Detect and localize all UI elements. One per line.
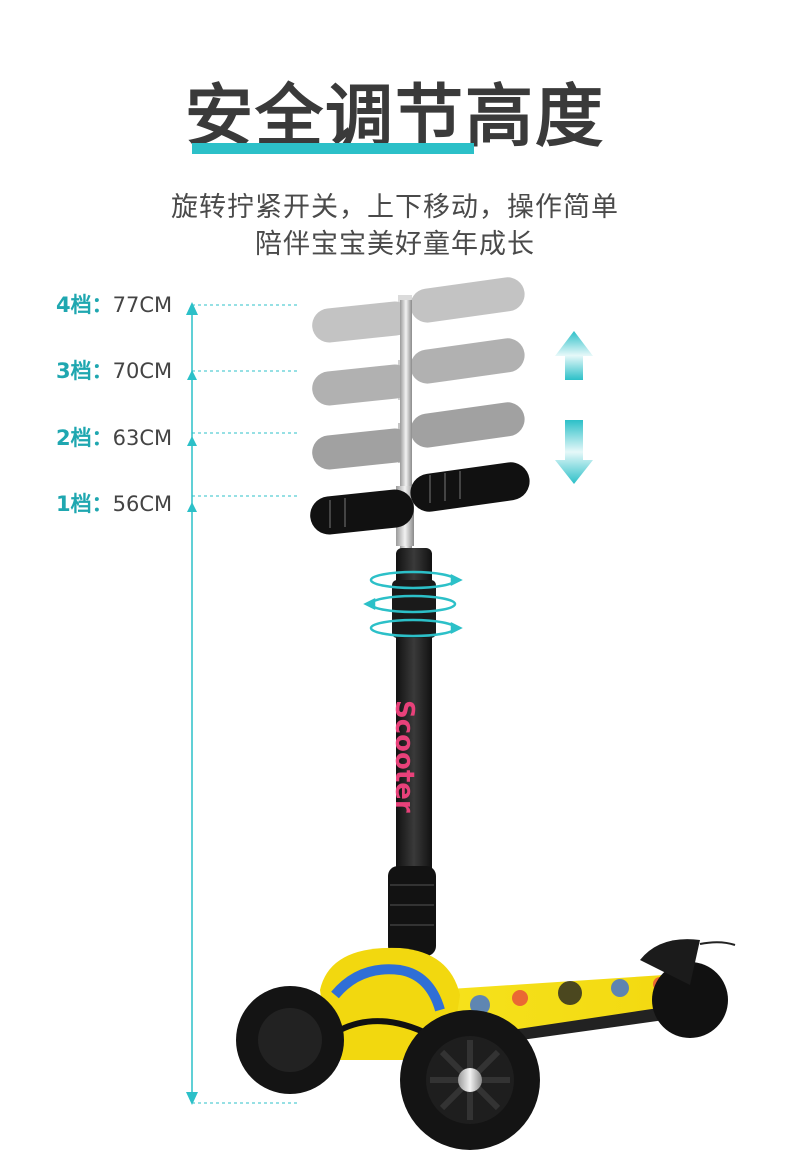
- level-value: 70CM: [112, 359, 173, 383]
- stem-grip: [388, 866, 436, 956]
- level-label-4: 4档：77CM: [56, 291, 172, 319]
- level-name: 1档：: [56, 492, 113, 516]
- level-label-2: 2档：63CM: [56, 424, 172, 452]
- title-underline: [192, 143, 474, 154]
- height-measure-line: [186, 302, 198, 1105]
- subtitle-line-1: 旋转拧紧开关，上下移动，操作简单: [171, 192, 619, 223]
- level-guide-lines: [192, 304, 300, 1104]
- level-name: 4档：: [56, 293, 113, 317]
- handlebar-1: [310, 462, 530, 546]
- level-label-1: 1档：56CM: [56, 490, 172, 518]
- rear-wheel: [640, 939, 736, 1038]
- level-value: 56CM: [112, 492, 173, 516]
- level-label-3: 3档：70CM: [56, 357, 172, 385]
- level-value: 77CM: [112, 293, 173, 317]
- stem-logo: Scooter: [389, 700, 419, 813]
- ghost-handlebar-2: [312, 402, 525, 470]
- level-name: 2档：: [56, 426, 113, 450]
- level-value: 63CM: [112, 426, 173, 450]
- level-name: 3档：: [56, 359, 113, 383]
- front-wheel-right: [400, 1010, 540, 1150]
- subtitle-line-2: 陪伴宝宝美好童年成长: [255, 229, 535, 260]
- ghost-handlebar-4: [312, 277, 525, 343]
- stem-logo-text: Scooter: [389, 700, 419, 813]
- height-clamp: [392, 580, 436, 638]
- ghost-handlebar-3: [312, 338, 525, 406]
- front-wheel-left: [236, 986, 344, 1094]
- rotate-lock-icon: [363, 570, 463, 638]
- adjust-up-down-arrow-icon: [555, 331, 593, 484]
